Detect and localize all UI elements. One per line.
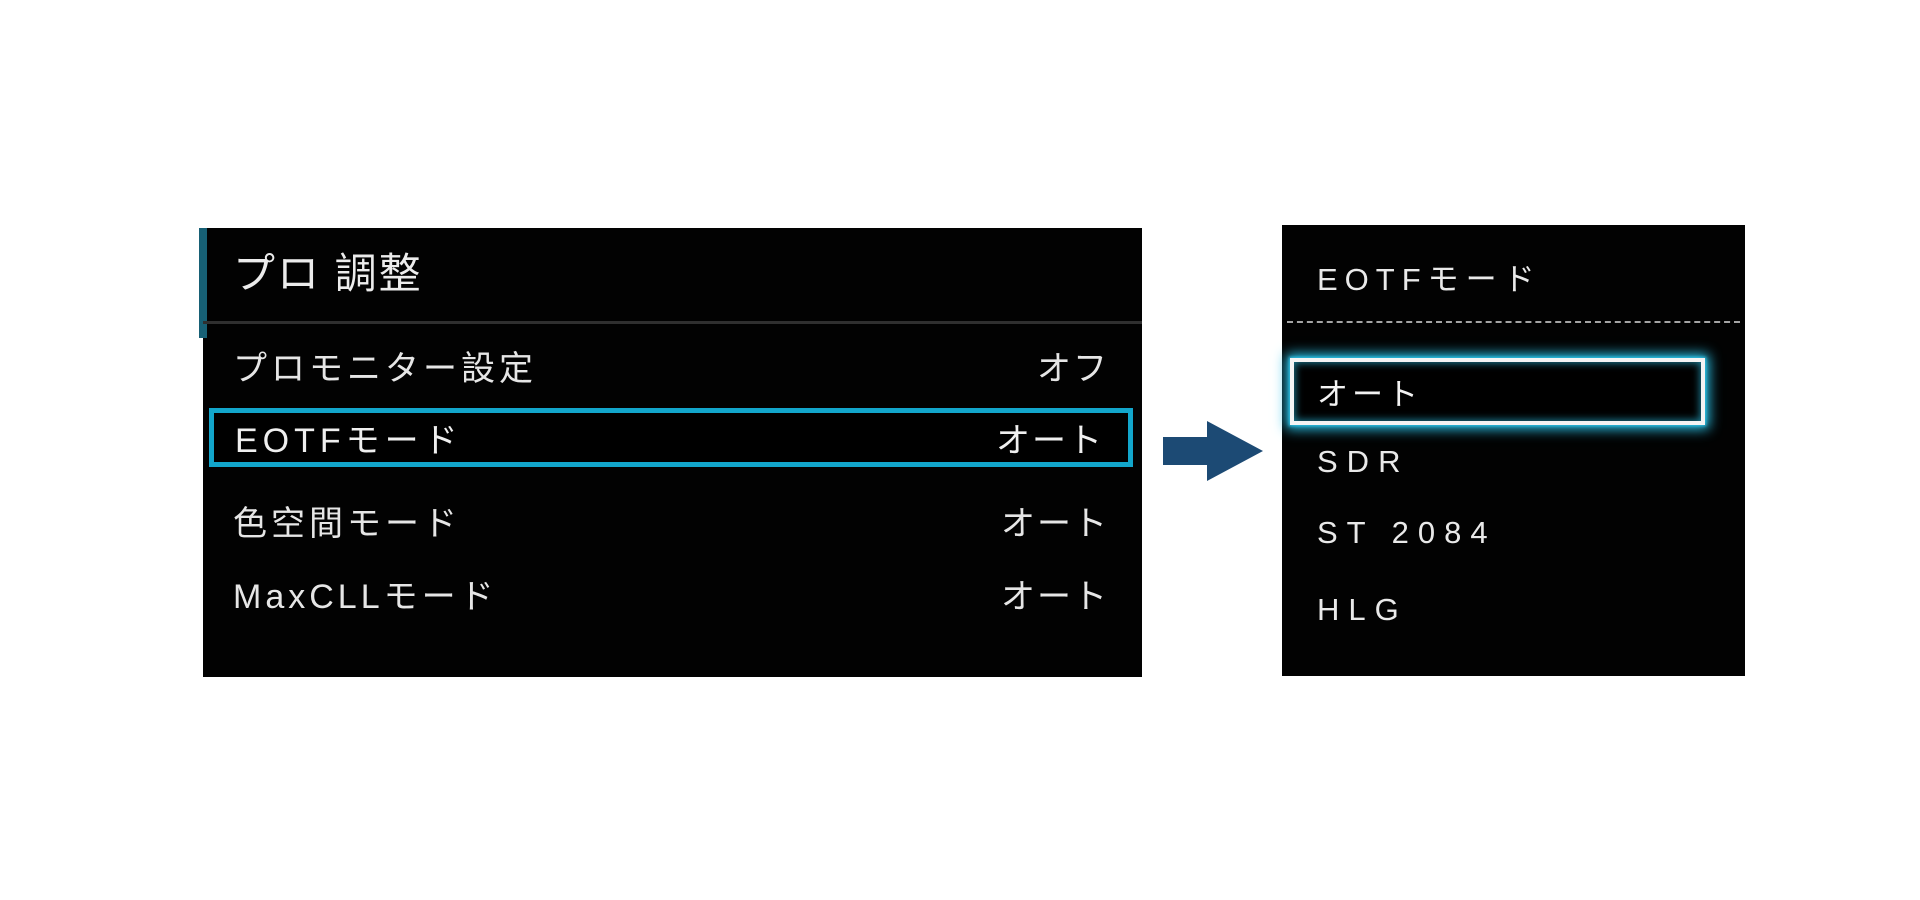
menu-title: プロ 調整	[233, 250, 423, 297]
option-label: HLG	[1317, 592, 1408, 627]
option-sdr[interactable]: SDR	[1317, 444, 1409, 480]
menu-item-pro-monitor-settings[interactable]: プロモニター設定 オフ	[233, 343, 1109, 388]
menu-item-value: オート	[1001, 504, 1109, 543]
menu-item-maxcll-mode[interactable]: MaxCLLモード オート	[233, 571, 1109, 616]
eotf-mode-submenu-panel: EOTFモード オート SDR ST 2084 HLG	[1282, 225, 1745, 676]
menu-item-label: EOTFモード	[235, 422, 463, 460]
option-auto[interactable]: オート	[1290, 358, 1705, 425]
submenu-divider	[1287, 321, 1740, 323]
option-label: オート	[1317, 377, 1422, 412]
submenu-title: EOTFモード	[1317, 262, 1542, 297]
option-label: ST 2084	[1317, 515, 1497, 550]
menu-item-value: オフ	[1037, 349, 1109, 388]
menu-item-label: 色空間モード	[233, 504, 461, 543]
option-st2084[interactable]: ST 2084	[1317, 515, 1497, 551]
title-accent-bar	[199, 228, 207, 338]
menu-item-label: MaxCLLモード	[233, 577, 498, 616]
menu-item-color-space-mode[interactable]: 色空間モード オート	[233, 498, 1109, 543]
pro-adjust-menu-panel: プロ 調整 プロモニター設定 オフ EOTFモード オート 色空間モード オート…	[199, 228, 1142, 677]
menu-item-value: オート	[996, 422, 1104, 460]
menu-item-eotf-mode[interactable]: EOTFモード オート	[209, 408, 1133, 467]
option-label: SDR	[1317, 444, 1410, 479]
menu-item-label: プロモニター設定	[233, 349, 537, 388]
menu-item-value: オート	[1001, 577, 1109, 616]
title-divider	[203, 321, 1142, 324]
option-hlg[interactable]: HLG	[1317, 592, 1408, 628]
right-arrow-icon	[1163, 421, 1263, 481]
